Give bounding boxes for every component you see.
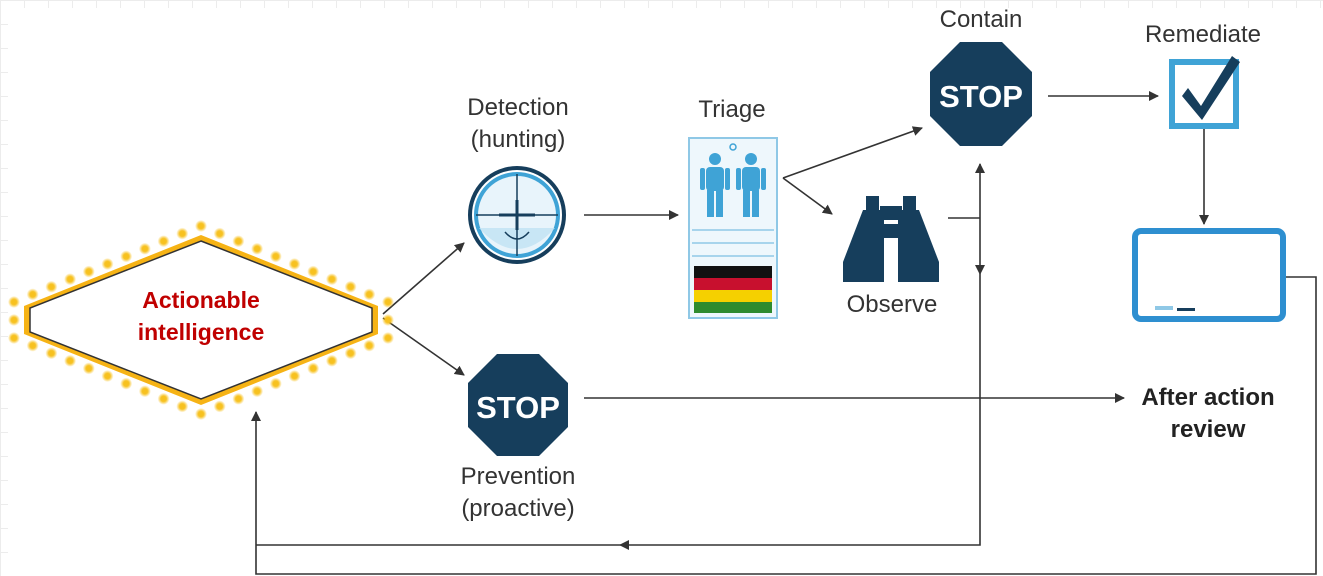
marquee-bulb-core — [292, 373, 297, 379]
remediate-label: Remediate — [1144, 21, 1262, 48]
marquee-bulb-core — [366, 292, 372, 297]
crosshair-scope-icon — [468, 166, 566, 264]
marquee-bulb-core — [348, 350, 353, 356]
detection-label: Detection (hunting) — [428, 92, 608, 156]
marquee-bulb-core — [348, 284, 353, 290]
marquee-bulb-core — [385, 299, 391, 305]
marquee-bulb-core — [86, 269, 92, 274]
marquee-bulb-core — [385, 317, 391, 323]
detection-line1: Detection — [467, 94, 569, 121]
checkbox-icon — [1169, 56, 1240, 129]
marquee-bulb-core — [11, 317, 17, 323]
whiteboard-icon — [1132, 228, 1286, 322]
marquee-bulb-core — [217, 231, 223, 237]
marquee-bulb-core — [49, 350, 54, 356]
after-action-review-label: After action review — [1118, 382, 1298, 446]
review-line1: After action — [1141, 384, 1275, 411]
actionable-line1: Actionable — [142, 287, 260, 313]
actionable-intelligence-label: Actionable intelligence — [101, 284, 301, 348]
marquee-bulb-core — [329, 276, 335, 282]
marquee-bulb-core — [105, 373, 110, 379]
marquee-bulb-core — [385, 335, 391, 341]
marquee-bulb-core — [105, 261, 110, 267]
contain-label: Contain — [939, 6, 1023, 33]
marquee-bulb-core — [273, 381, 279, 386]
arrow-intel-to-detection — [382, 242, 465, 315]
stop-sign-icon: STOP — [930, 42, 1032, 146]
marquee-bulb-core — [123, 254, 129, 259]
arrow-intel-to-prevention — [382, 317, 465, 376]
observe-label: Observe — [846, 291, 938, 318]
feedback-line-outer — [251, 276, 1317, 575]
marquee-bulb-core — [11, 299, 17, 305]
marquee-bulb-core — [366, 343, 372, 348]
connectors — [251, 91, 1317, 575]
prevention-line2: (proactive) — [461, 495, 575, 522]
review-line2: review — [1170, 416, 1246, 443]
marquee-bulb-core — [30, 343, 36, 348]
marquee-bulb-core — [123, 381, 129, 386]
marquee-bulb-core — [67, 276, 73, 282]
contain-stop-text: STOP — [939, 79, 1023, 114]
marquee-bulb-core — [67, 358, 73, 364]
arrow-triage-to-observe — [782, 177, 833, 215]
marquee-bulb-core — [86, 366, 92, 371]
marquee-bulb-core — [236, 238, 241, 244]
marquee-bulb-core — [329, 358, 335, 364]
arrow-triage-to-contain — [782, 126, 923, 179]
marquee-bulb-core — [292, 261, 297, 267]
marquee-bulb-core — [49, 284, 54, 290]
marquee-bulb-core — [254, 388, 260, 394]
marquee-bulb-core — [161, 396, 167, 402]
marquee-bulb-core — [217, 404, 223, 409]
marquee-bulb-core — [11, 335, 17, 341]
marquee-bulb-core — [198, 411, 204, 417]
vegas-sign-icon — [8, 220, 394, 420]
marquee-bulb-core — [198, 223, 204, 229]
marquee-bulb-core — [30, 292, 36, 297]
marquee-bulb-core — [179, 404, 185, 409]
triage-board-icon — [688, 137, 778, 319]
feedback-line-contain — [619, 274, 981, 550]
marquee-bulb-core — [236, 396, 241, 402]
marquee-bulb-core — [161, 238, 167, 244]
marquee-bulb-core — [310, 366, 316, 371]
binoculars-icon — [843, 196, 939, 282]
marquee-bulb-core — [142, 388, 148, 394]
marquee-bulb-core — [142, 246, 148, 252]
prevention-label: Prevention (proactive) — [428, 461, 608, 525]
stop-sign-icon: STOP — [468, 354, 568, 456]
marquee-bulb-core — [273, 254, 279, 259]
marquee-bulb-core — [254, 246, 260, 252]
marquee-bulb-core — [179, 231, 185, 237]
detection-line2: (hunting) — [470, 126, 566, 153]
marquee-bulb-core — [310, 269, 316, 274]
prevention-line1: Prevention — [460, 463, 576, 490]
actionable-line2: intelligence — [137, 319, 265, 345]
triage-label: Triage — [698, 96, 766, 123]
prevention-stop-text: STOP — [476, 390, 560, 425]
